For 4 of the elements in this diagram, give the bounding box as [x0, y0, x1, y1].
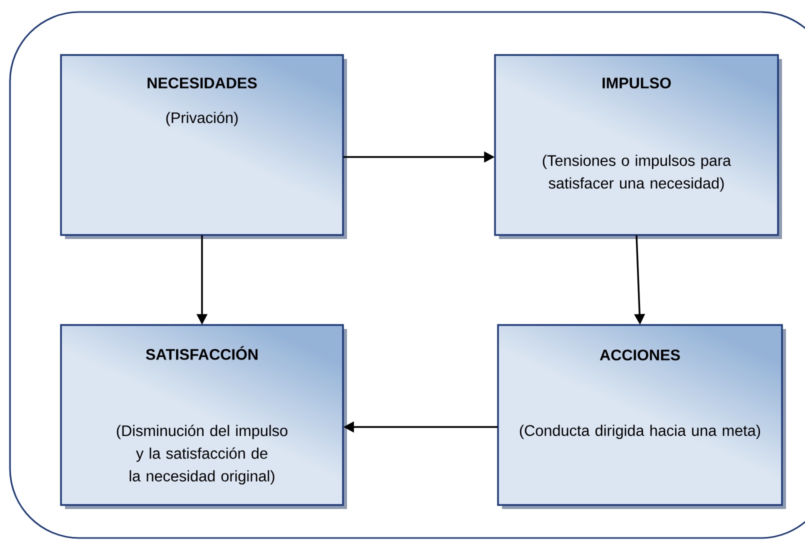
process-box: NECESIDADES (Privación) [60, 54, 347, 239]
process-box: SATISFACCIÓN (Disminución del impulso y la satisfacción de la necesidad original) [60, 324, 347, 509]
process-box: ACCIONES (Conducta dirigida hacia una meta) [497, 324, 786, 509]
process-box: IMPULSO (Tensiones o impulsos para satisfacer una necesidad) [494, 54, 782, 239]
